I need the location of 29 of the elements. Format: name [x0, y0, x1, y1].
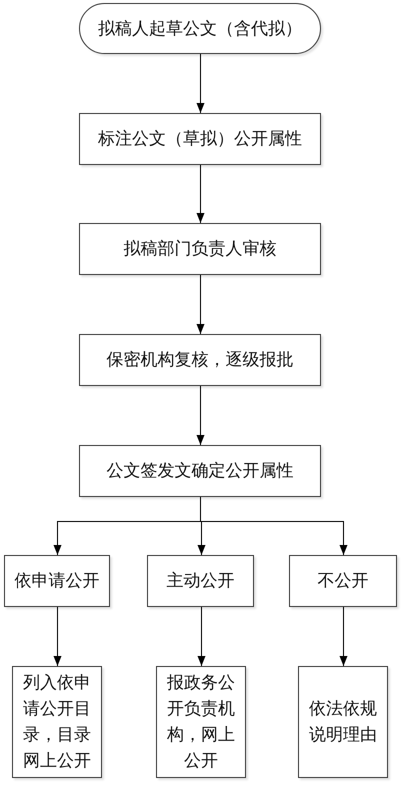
process-box	[289, 555, 397, 607]
process-box	[156, 666, 246, 778]
process-box	[12, 666, 102, 778]
process-box	[79, 445, 321, 497]
process-box	[298, 666, 388, 778]
process-box	[79, 334, 321, 386]
flow-arrow	[196, 54, 204, 114]
step-label: 主动公开	[166, 570, 234, 592]
step-label: 拟稿人起草公文（含代拟）	[98, 18, 302, 40]
step-label: 标注公文（草拟）公开属性	[98, 128, 302, 150]
process-box	[79, 223, 321, 275]
process-box	[4, 555, 110, 607]
flow-arrow	[196, 274, 204, 334]
step-label: 依申请公开	[14, 570, 100, 592]
step-label: 公文签发文确定公开属性	[106, 460, 294, 482]
process-box	[79, 113, 321, 165]
step-label: 拟稿部门负责人审核	[124, 238, 276, 260]
step-label: 依法依规说明理由	[308, 698, 378, 747]
process-box	[147, 555, 254, 607]
flow-arrow	[340, 606, 348, 666]
flow-arrow	[54, 606, 62, 666]
step-label: 列入依申请公开目录，目录网上公开	[22, 672, 92, 773]
step-label: 报政务公开负责机构，网上公开	[166, 672, 236, 773]
start-terminal	[79, 3, 321, 54]
flow-arrow	[196, 164, 204, 224]
flow-arrow	[196, 386, 204, 446]
flow-arrow	[198, 606, 206, 666]
step-label: 不公开	[318, 570, 368, 592]
step-label: 保密机构复核，逐级报批	[106, 349, 294, 371]
